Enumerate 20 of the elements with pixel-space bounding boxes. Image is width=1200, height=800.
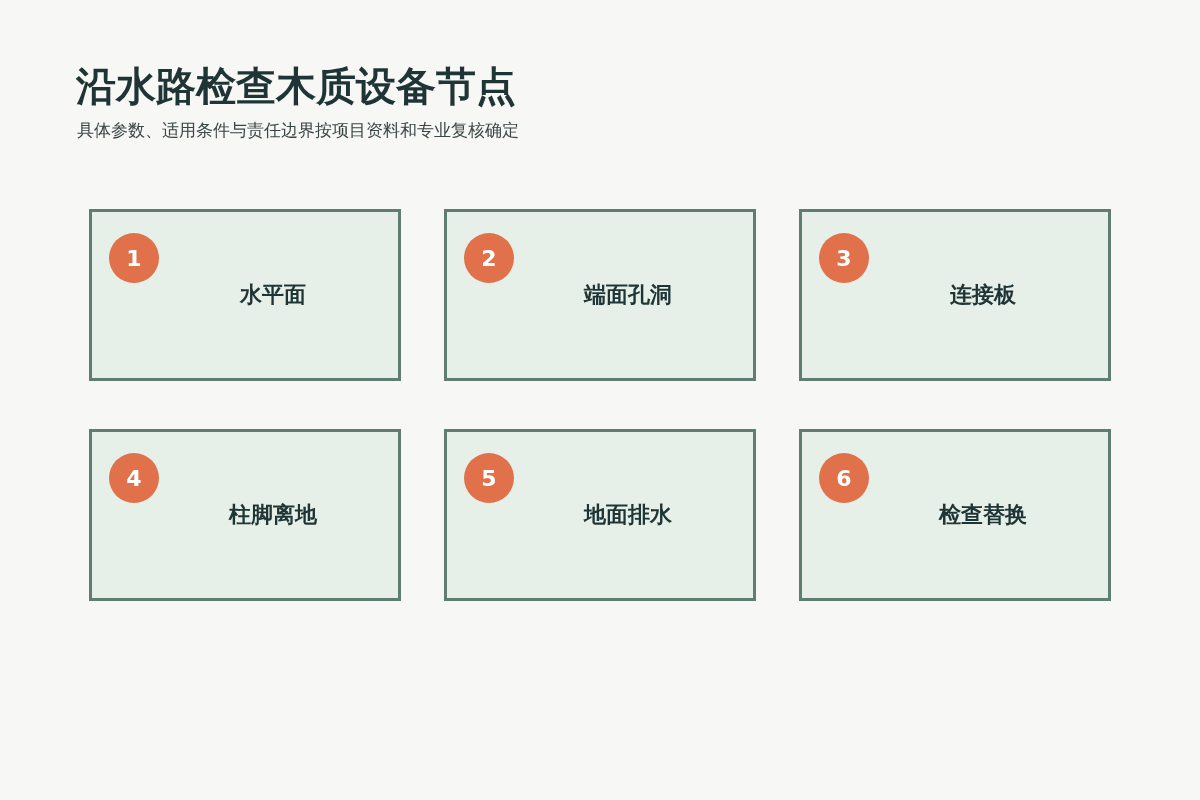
step-label: 连接板 — [950, 281, 1016, 309]
step-label: 柱脚离地 — [229, 501, 317, 529]
title: 沿水路检查木质设备节点 — [76, 62, 516, 111]
step-number: 5 — [464, 453, 514, 503]
step-card — [444, 209, 756, 381]
step-label: 地面排水 — [584, 501, 672, 529]
step-card — [89, 209, 401, 381]
subtitle: 具体参数、适用条件与责任边界按项目资料和专业复核确定 — [77, 119, 519, 142]
step-label: 端面孔洞 — [584, 281, 672, 309]
step-number: 4 — [109, 453, 159, 503]
step-number: 3 — [819, 233, 869, 283]
step-card — [799, 429, 1111, 601]
step-card — [444, 429, 756, 601]
step-label: 水平面 — [240, 281, 306, 309]
step-card — [799, 209, 1111, 381]
step-number: 6 — [819, 453, 869, 503]
step-number: 2 — [464, 233, 514, 283]
step-label: 检查替换 — [939, 501, 1027, 529]
step-card — [89, 429, 401, 601]
step-number: 1 — [109, 233, 159, 283]
